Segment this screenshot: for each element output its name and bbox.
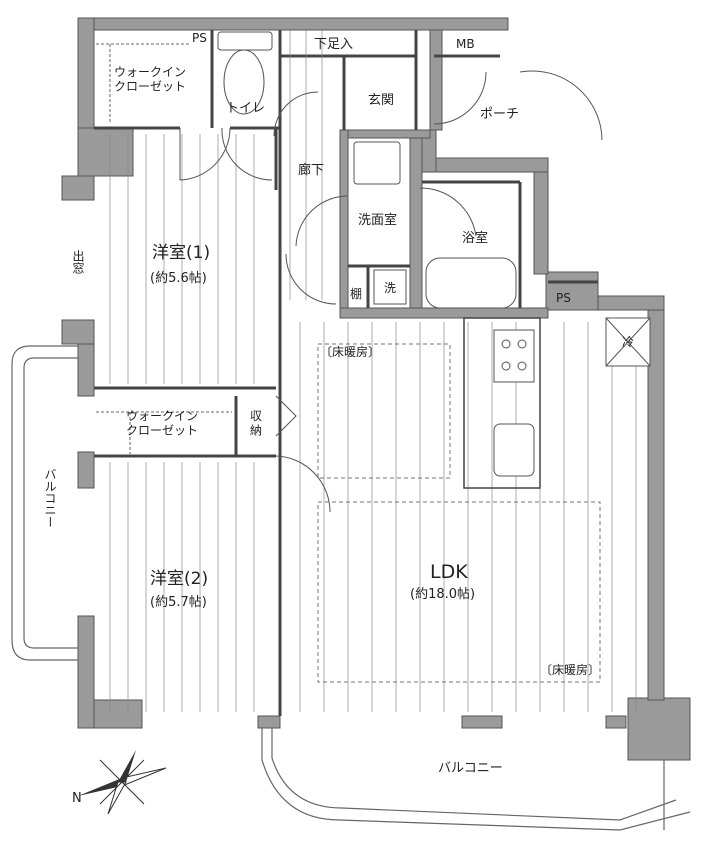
toilet-bowl — [223, 49, 265, 115]
outer-walls — [61, 17, 691, 761]
label-floor-heating-1: 〔床暖房〕 — [320, 344, 380, 359]
interior-walls — [94, 30, 598, 716]
label-walk-in-closet-1: ウォークインクローゼット — [114, 65, 186, 93]
kitchen-counter — [463, 317, 541, 489]
label-western-room-2-size: (約5.7帖) — [150, 595, 207, 610]
label-balcony-left: バルコニー — [43, 468, 57, 528]
label-western-room-2: 洋室(2) — [150, 569, 208, 589]
label-ldk-size: (約18.0帖) — [410, 587, 475, 602]
closet-rails — [96, 43, 232, 454]
toilet-tank — [217, 31, 273, 51]
label-walk-in-closet-2: ウォークインクローゼット — [126, 409, 198, 437]
label-hallway: 廊下 — [298, 162, 324, 178]
label-shelf: 棚 — [350, 286, 362, 301]
label-washer: 洗 — [384, 281, 396, 295]
balconies — [11, 345, 691, 831]
label-balcony-bottom: バルコニー — [438, 761, 503, 776]
label-bay-window: 出窓 — [71, 250, 85, 274]
washbasin — [353, 141, 401, 185]
label-toilet: トイレ — [226, 101, 265, 116]
label-mb: MB — [456, 37, 475, 51]
bathtub — [425, 257, 517, 309]
label-storage: 収納 — [250, 409, 262, 437]
washer-pan — [373, 269, 407, 305]
floor-boards — [109, 30, 637, 712]
label-floor-heating-2: 〔床暖房〕 — [540, 662, 600, 677]
label-bathroom: 浴室 — [462, 230, 488, 246]
floor-heating-areas — [317, 343, 601, 683]
label-washroom: 洗面室 — [358, 212, 397, 228]
label-ldk: LDK — [430, 561, 468, 583]
compass-n-label: N — [72, 791, 82, 806]
label-fridge: 冷 — [622, 335, 634, 349]
kitchen-sink — [493, 423, 535, 477]
label-shoe-closet: 下足入 — [314, 37, 353, 52]
label-entrance: 玄関 — [368, 93, 394, 108]
label-western-room-1-size: (約5.6帖) — [150, 271, 207, 286]
label-western-room-1: 洋室(1) — [152, 243, 210, 263]
label-ps-right: PS — [556, 291, 571, 305]
fixtures — [217, 31, 651, 477]
compass: N — [72, 750, 167, 815]
stove — [493, 329, 535, 383]
label-ps-top: PS — [192, 31, 207, 45]
compass-needle-north — [78, 778, 122, 796]
label-porch: ポーチ — [480, 107, 519, 122]
